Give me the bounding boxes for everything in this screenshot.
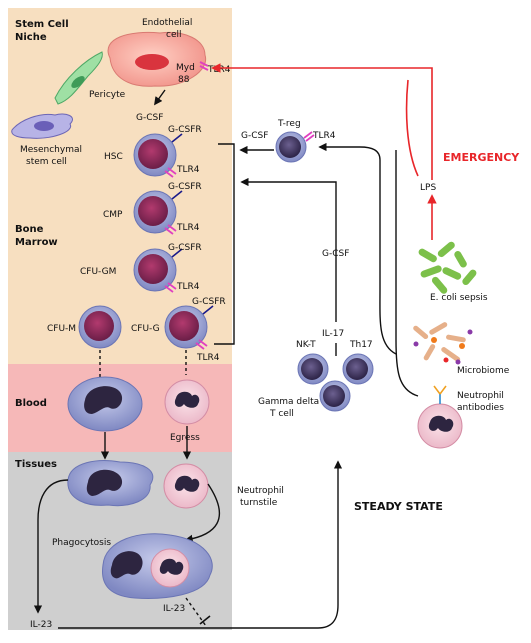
cfu-m-cell [78, 305, 122, 349]
blood-title: Blood [15, 398, 47, 409]
antibody-neutrophil [417, 385, 463, 449]
treg-tlr4: TLR4 [312, 131, 336, 141]
nkt-label: NK-T [296, 340, 316, 350]
blood-monocyte [67, 376, 143, 432]
macrophage-il23-arrow [33, 479, 69, 614]
th17-cell [342, 353, 374, 385]
il23-to-tcell-arrow [58, 460, 343, 629]
myd88-label-2: 88 [178, 75, 190, 85]
hsc-label: HSC [104, 152, 123, 162]
il17-gcsf-arrow [240, 177, 337, 322]
steady-state-label: STEADY STATE [354, 500, 443, 513]
endothelial-cell [107, 31, 209, 87]
gamma-delta-label-2: T cell [269, 409, 294, 419]
antibodies-arrow [395, 150, 419, 397]
il23-tissue-label: IL-23 [163, 604, 185, 614]
cmp-tlr4: TLR4 [176, 223, 200, 233]
bone-marrow-title: Bone [15, 224, 44, 235]
microbiome-cluster [413, 322, 473, 365]
cfu-gm-label: CFU-GM [80, 267, 116, 277]
mesenchymal-stem-cell [11, 113, 73, 139]
phagocytosis-cell [101, 533, 213, 599]
il23-bottom-label: IL-23 [30, 620, 52, 630]
cfu-g-tlr4: TLR4 [196, 353, 220, 363]
cfu-g-cell [164, 305, 214, 350]
myd88-label: Myd [176, 63, 195, 73]
turnstile-arrow [184, 483, 221, 543]
cfu-gm-gcsfr: G-CSFR [168, 243, 202, 253]
niche-title-2: Niche [15, 32, 47, 43]
blood-neutrophil [164, 379, 210, 425]
treg-gcsf: G-CSF [241, 131, 268, 141]
cmp-cell [133, 190, 183, 235]
endothelial-gcsf-arrow [154, 89, 166, 106]
tissue-neutrophil [163, 463, 209, 509]
endothelial-label-2: cell [166, 30, 182, 40]
egress-label: Egress [170, 433, 200, 443]
progenitor-bracket [214, 143, 235, 345]
hsc-tlr4: TLR4 [176, 165, 200, 175]
neutrophil-ab-label: Neutrophil [457, 391, 504, 401]
cmp-label: CMP [103, 210, 123, 220]
endothelial-tlr4: TLR4 [207, 65, 231, 75]
pericyte-label: Pericyte [89, 90, 126, 100]
il17-label: IL-17 [322, 329, 344, 339]
treg-cell [275, 131, 315, 163]
lps-to-endothelial-arrow-2 [405, 79, 419, 177]
endothelial-label: Endothelial [142, 18, 192, 28]
neutrophil-ab-label-2: antibodies [457, 403, 504, 413]
th17-label: Th17 [349, 340, 373, 350]
mesenchymal-label-2: stem cell [26, 157, 67, 167]
treg-label: T-reg [277, 119, 301, 129]
turnstile-label: Neutrophil [237, 486, 284, 496]
ecoli-bacteria [418, 241, 477, 294]
niche-title: Stem Cell [15, 19, 69, 30]
tissue-macrophage [67, 460, 154, 507]
microbiome-label: Microbiome [457, 366, 510, 376]
bone-marrow-title-2: Marrow [15, 237, 58, 248]
gamma-delta-label: Gamma delta [258, 397, 319, 407]
ecoli-label: E. coli sepsis [430, 293, 488, 303]
cfu-gm-cell [133, 248, 183, 293]
gcsf-niche-label: G-CSF [136, 113, 163, 123]
lps-label: LPS [420, 183, 436, 193]
gamma-delta-t-cell [319, 380, 351, 412]
nkt-cell [297, 353, 329, 385]
mesenchymal-label: Mesenchymal [20, 145, 82, 155]
phagocytosis-label: Phagocytosis [52, 538, 111, 548]
turnstile-label-2: turnstile [240, 498, 278, 508]
cfu-g-label: CFU-G [131, 324, 160, 334]
cfu-m-label: CFU-M [47, 324, 76, 334]
hsc-cell [133, 133, 183, 178]
pericyte-cell [54, 51, 103, 105]
il23-inhibit-bar [199, 615, 211, 625]
lps-to-endothelial-arrow-1 [211, 63, 433, 180]
emergency-label: EMERGENCY [443, 151, 520, 164]
cfu-gm-tlr4: TLR4 [176, 282, 200, 292]
hsc-gcsfr: G-CSFR [168, 125, 202, 135]
tissues-title: Tissues [15, 459, 57, 470]
microbiome-to-treg-arrow [318, 142, 397, 355]
gcsf-mid-label: G-CSF [322, 249, 349, 259]
cmp-gcsfr: G-CSFR [168, 182, 202, 192]
cfu-g-gcsfr: G-CSFR [192, 297, 226, 307]
